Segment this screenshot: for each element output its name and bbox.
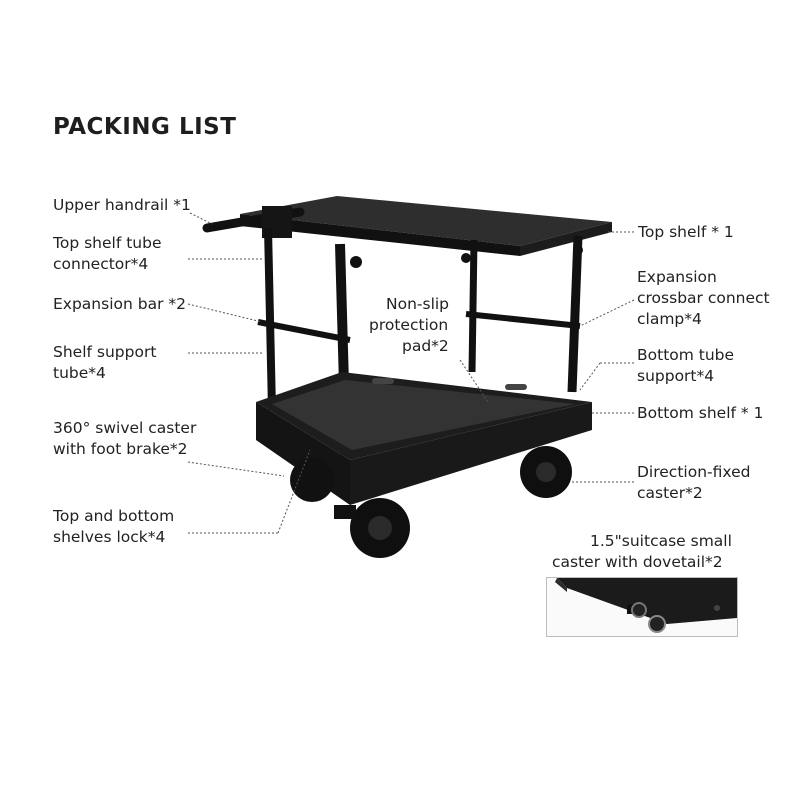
label-shelf-support-line2: tube*4 bbox=[53, 364, 106, 382]
label-bottom-shelf: Bottom shelf * 1 bbox=[637, 404, 764, 422]
swivel-caster-left bbox=[290, 458, 334, 502]
label-non-slip-line2: protection bbox=[369, 316, 449, 334]
label-top-shelf: Top shelf * 1 bbox=[638, 223, 734, 241]
expansion-bar-right bbox=[465, 311, 581, 329]
label-crossbar-clamp-line1: Expansion bbox=[637, 268, 717, 286]
label-top-shelf-tube-connector-line1: Top shelf tube bbox=[53, 234, 162, 252]
top-shelf-panel bbox=[240, 196, 612, 246]
label-shelf-support-line1: Shelf support bbox=[53, 343, 157, 361]
label-direction-fixed-line2: caster*2 bbox=[637, 484, 703, 502]
label-top-shelf-tube-connector-line2: connector*4 bbox=[53, 255, 149, 273]
support-tube-1 bbox=[264, 227, 276, 411]
expansion-bar-left bbox=[257, 319, 351, 343]
label-bottom-tube-support-line2: support*4 bbox=[637, 367, 715, 385]
label-non-slip-line3: pad*2 bbox=[402, 337, 449, 355]
label-non-slip-line1: Non-slip bbox=[386, 295, 450, 313]
label-bottom-tube-support-line1: Bottom tube bbox=[637, 346, 735, 364]
label-swivel-caster-line2: with foot brake*2 bbox=[53, 440, 188, 458]
label-shelves-lock-line2: shelves lock*4 bbox=[53, 528, 166, 546]
support-tube-4 bbox=[567, 235, 583, 393]
label-suitcase-caster-line1: 1.5"suitcase small bbox=[590, 532, 732, 550]
label-crossbar-clamp-line2: crossbar connect bbox=[637, 289, 770, 307]
label-shelves-lock-line1: Top and bottom bbox=[53, 507, 175, 525]
label-expansion-bar: Expansion bar *2 bbox=[53, 295, 186, 313]
support-tube-3 bbox=[468, 239, 478, 373]
label-swivel-caster-line1: 360° swivel caster bbox=[53, 419, 197, 437]
label-suitcase-caster-line2: caster with dovetail*2 bbox=[552, 553, 723, 571]
label-crossbar-clamp-line3: clamp*4 bbox=[637, 310, 702, 328]
page-title: PACKING LIST bbox=[53, 114, 237, 140]
label-upper-handrail: Upper handrail *1 bbox=[53, 196, 191, 214]
label-direction-fixed-line1: Direction-fixed bbox=[637, 463, 751, 481]
suitcase-caster-inset bbox=[546, 577, 738, 637]
suitcase-caster-image bbox=[555, 578, 737, 633]
